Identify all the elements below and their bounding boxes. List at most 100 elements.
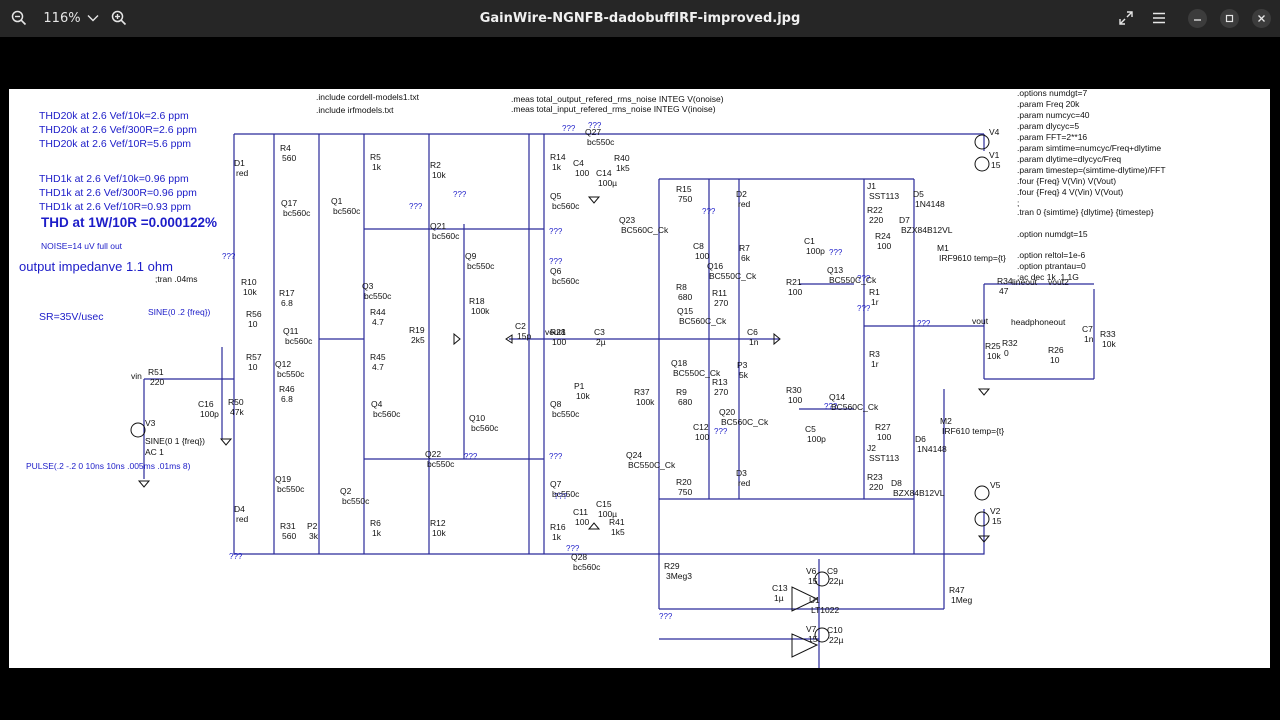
component-value: bc550c: [342, 496, 370, 506]
component-ref: C6: [747, 327, 758, 337]
component-ref: D1: [234, 158, 245, 168]
component-ref: D6: [915, 434, 926, 444]
unknown-marker: ???: [222, 252, 236, 261]
component-ref: Q17: [281, 198, 297, 208]
component-ref: M1: [937, 243, 949, 253]
zoom-out-button[interactable]: [4, 4, 34, 32]
fullscreen-button[interactable]: [1111, 4, 1141, 32]
component-value: 15p: [517, 331, 531, 341]
unknown-marker: ???: [857, 274, 871, 283]
component-value: 1k: [552, 162, 562, 172]
image-viewport[interactable]: THD20k at 2.6 Vef/10k=2.6 ppm THD20k at …: [0, 37, 1280, 720]
window-title: GainWire-NGNFB-dadobuffIRF-improved.jpg: [479, 11, 801, 26]
component-ref: Q9: [465, 251, 477, 261]
component-ref: C11: [573, 507, 588, 517]
component-value: 5k: [739, 370, 749, 380]
component-value: BC550C_Ck: [628, 460, 676, 470]
meas-directives: .meas total_output_refered_rms_noise INT…: [511, 94, 724, 114]
component-value: bc560c: [552, 201, 580, 211]
component-value: 100: [575, 517, 589, 527]
component-value: 100µ: [598, 178, 617, 188]
component-value: 10k: [987, 351, 1001, 361]
component-ref: R21: [786, 277, 802, 287]
component-value: 15: [808, 634, 818, 644]
component-value: 750: [678, 487, 692, 497]
component-ref: R29: [664, 561, 680, 571]
close-button[interactable]: [1252, 9, 1271, 28]
component-value: bc560c: [285, 336, 313, 346]
component-value: 1N4148: [917, 444, 947, 454]
component-value: red: [738, 478, 751, 488]
schematic-canvas: THD20k at 2.6 Vef/10k=2.6 ppm THD20k at …: [19, 89, 1166, 668]
component-value: 22µ: [829, 576, 843, 586]
component-value: BC560C_Ck: [721, 417, 769, 427]
directive-line: .param FFT=2**16: [1017, 132, 1087, 142]
component-ref: M2: [940, 416, 952, 426]
component-ref: Q24: [626, 450, 642, 460]
component-ref: P2: [307, 521, 318, 531]
component-ref: R2: [430, 160, 441, 170]
component-ref: C3: [594, 327, 605, 337]
sine-freq-source: SINE(0 .2 {freq}): [148, 307, 211, 317]
component-ref: R23: [867, 472, 883, 482]
component-value: BZX84B12VL: [901, 225, 953, 235]
unknown-marker: ???: [229, 552, 243, 561]
unknown-marker: ???: [549, 227, 563, 236]
component-value: 100µ: [598, 509, 617, 519]
component-ref: Q6: [550, 266, 562, 276]
component-value: bc550c: [552, 409, 580, 419]
component-ref: Q27: [585, 127, 601, 137]
component-value: 6k: [741, 253, 751, 263]
schematic-symbols: [130, 134, 991, 658]
zoom-out-icon: [11, 10, 27, 26]
component-ref: R28: [550, 327, 566, 337]
restore-button[interactable]: [1220, 9, 1239, 28]
component-ref: R26: [1048, 345, 1064, 355]
component-ref: P3: [737, 360, 748, 370]
title-bar: 116% GainWire-NGNFB-dadobuffIRF-improved…: [0, 0, 1280, 37]
directive-line: .option numdgt=15: [1017, 229, 1088, 239]
thd20k-line3: THD20k at 2.6 Vef/10R=5.6 ppm: [39, 138, 191, 150]
include-directives: .include cordell-models1.txt.include irf…: [316, 92, 420, 115]
unknown-marker: ???: [549, 257, 563, 266]
component-ref: R5: [370, 152, 381, 162]
component-ref: Q21: [430, 221, 446, 231]
component-value: 1r: [871, 359, 879, 369]
schematic-wires: [143, 133, 1095, 668]
component-value: 0: [1004, 348, 1009, 358]
component-ref: R24: [875, 231, 891, 241]
minimize-icon: [1194, 19, 1201, 21]
chevron-down-icon: [87, 15, 99, 22]
component-value: 100: [695, 251, 709, 261]
unknown-marker: ???: [829, 248, 843, 257]
component-ref: Q28: [571, 552, 587, 562]
unknown-marker: ???: [917, 319, 931, 328]
unknown-marker: ???: [588, 121, 602, 130]
zoom-level-dropdown[interactable]: 116%: [38, 4, 104, 32]
main-menu-button[interactable]: [1144, 4, 1174, 32]
v3-sine: SINE(0 1 {freq}): [145, 436, 205, 446]
thd1k-line1: THD1k at 2.6 Vef/10k=0.96 ppm: [39, 173, 189, 185]
component-ref: D5: [913, 189, 924, 199]
component-ref: R47: [949, 585, 965, 595]
component-value: BC560C_Ck: [621, 225, 669, 235]
component-ref: Q11: [283, 326, 299, 336]
component-value: bc560c: [333, 206, 361, 216]
zoom-in-button[interactable]: [104, 4, 134, 32]
minimize-button[interactable]: [1188, 9, 1207, 28]
unknown-marker: ???: [566, 544, 580, 553]
component-ref: D4: [234, 504, 245, 514]
component-ref: C13: [772, 583, 788, 593]
component-ref: R37: [634, 387, 650, 397]
component-value: 560: [282, 153, 296, 163]
component-ref: Q4: [371, 399, 383, 409]
component-ref: U1: [809, 595, 820, 605]
component-ref: R31: [280, 521, 296, 531]
component-value: bc560c: [283, 208, 311, 218]
unknown-marker: ???: [562, 124, 576, 133]
component-ref: Q23: [619, 215, 635, 225]
directive-line: .param dlytime=dlycyc/Freq: [1017, 154, 1121, 164]
component-ref: P1: [574, 381, 585, 391]
component-ref: J2: [867, 443, 876, 453]
component-value: 47k: [230, 407, 244, 417]
